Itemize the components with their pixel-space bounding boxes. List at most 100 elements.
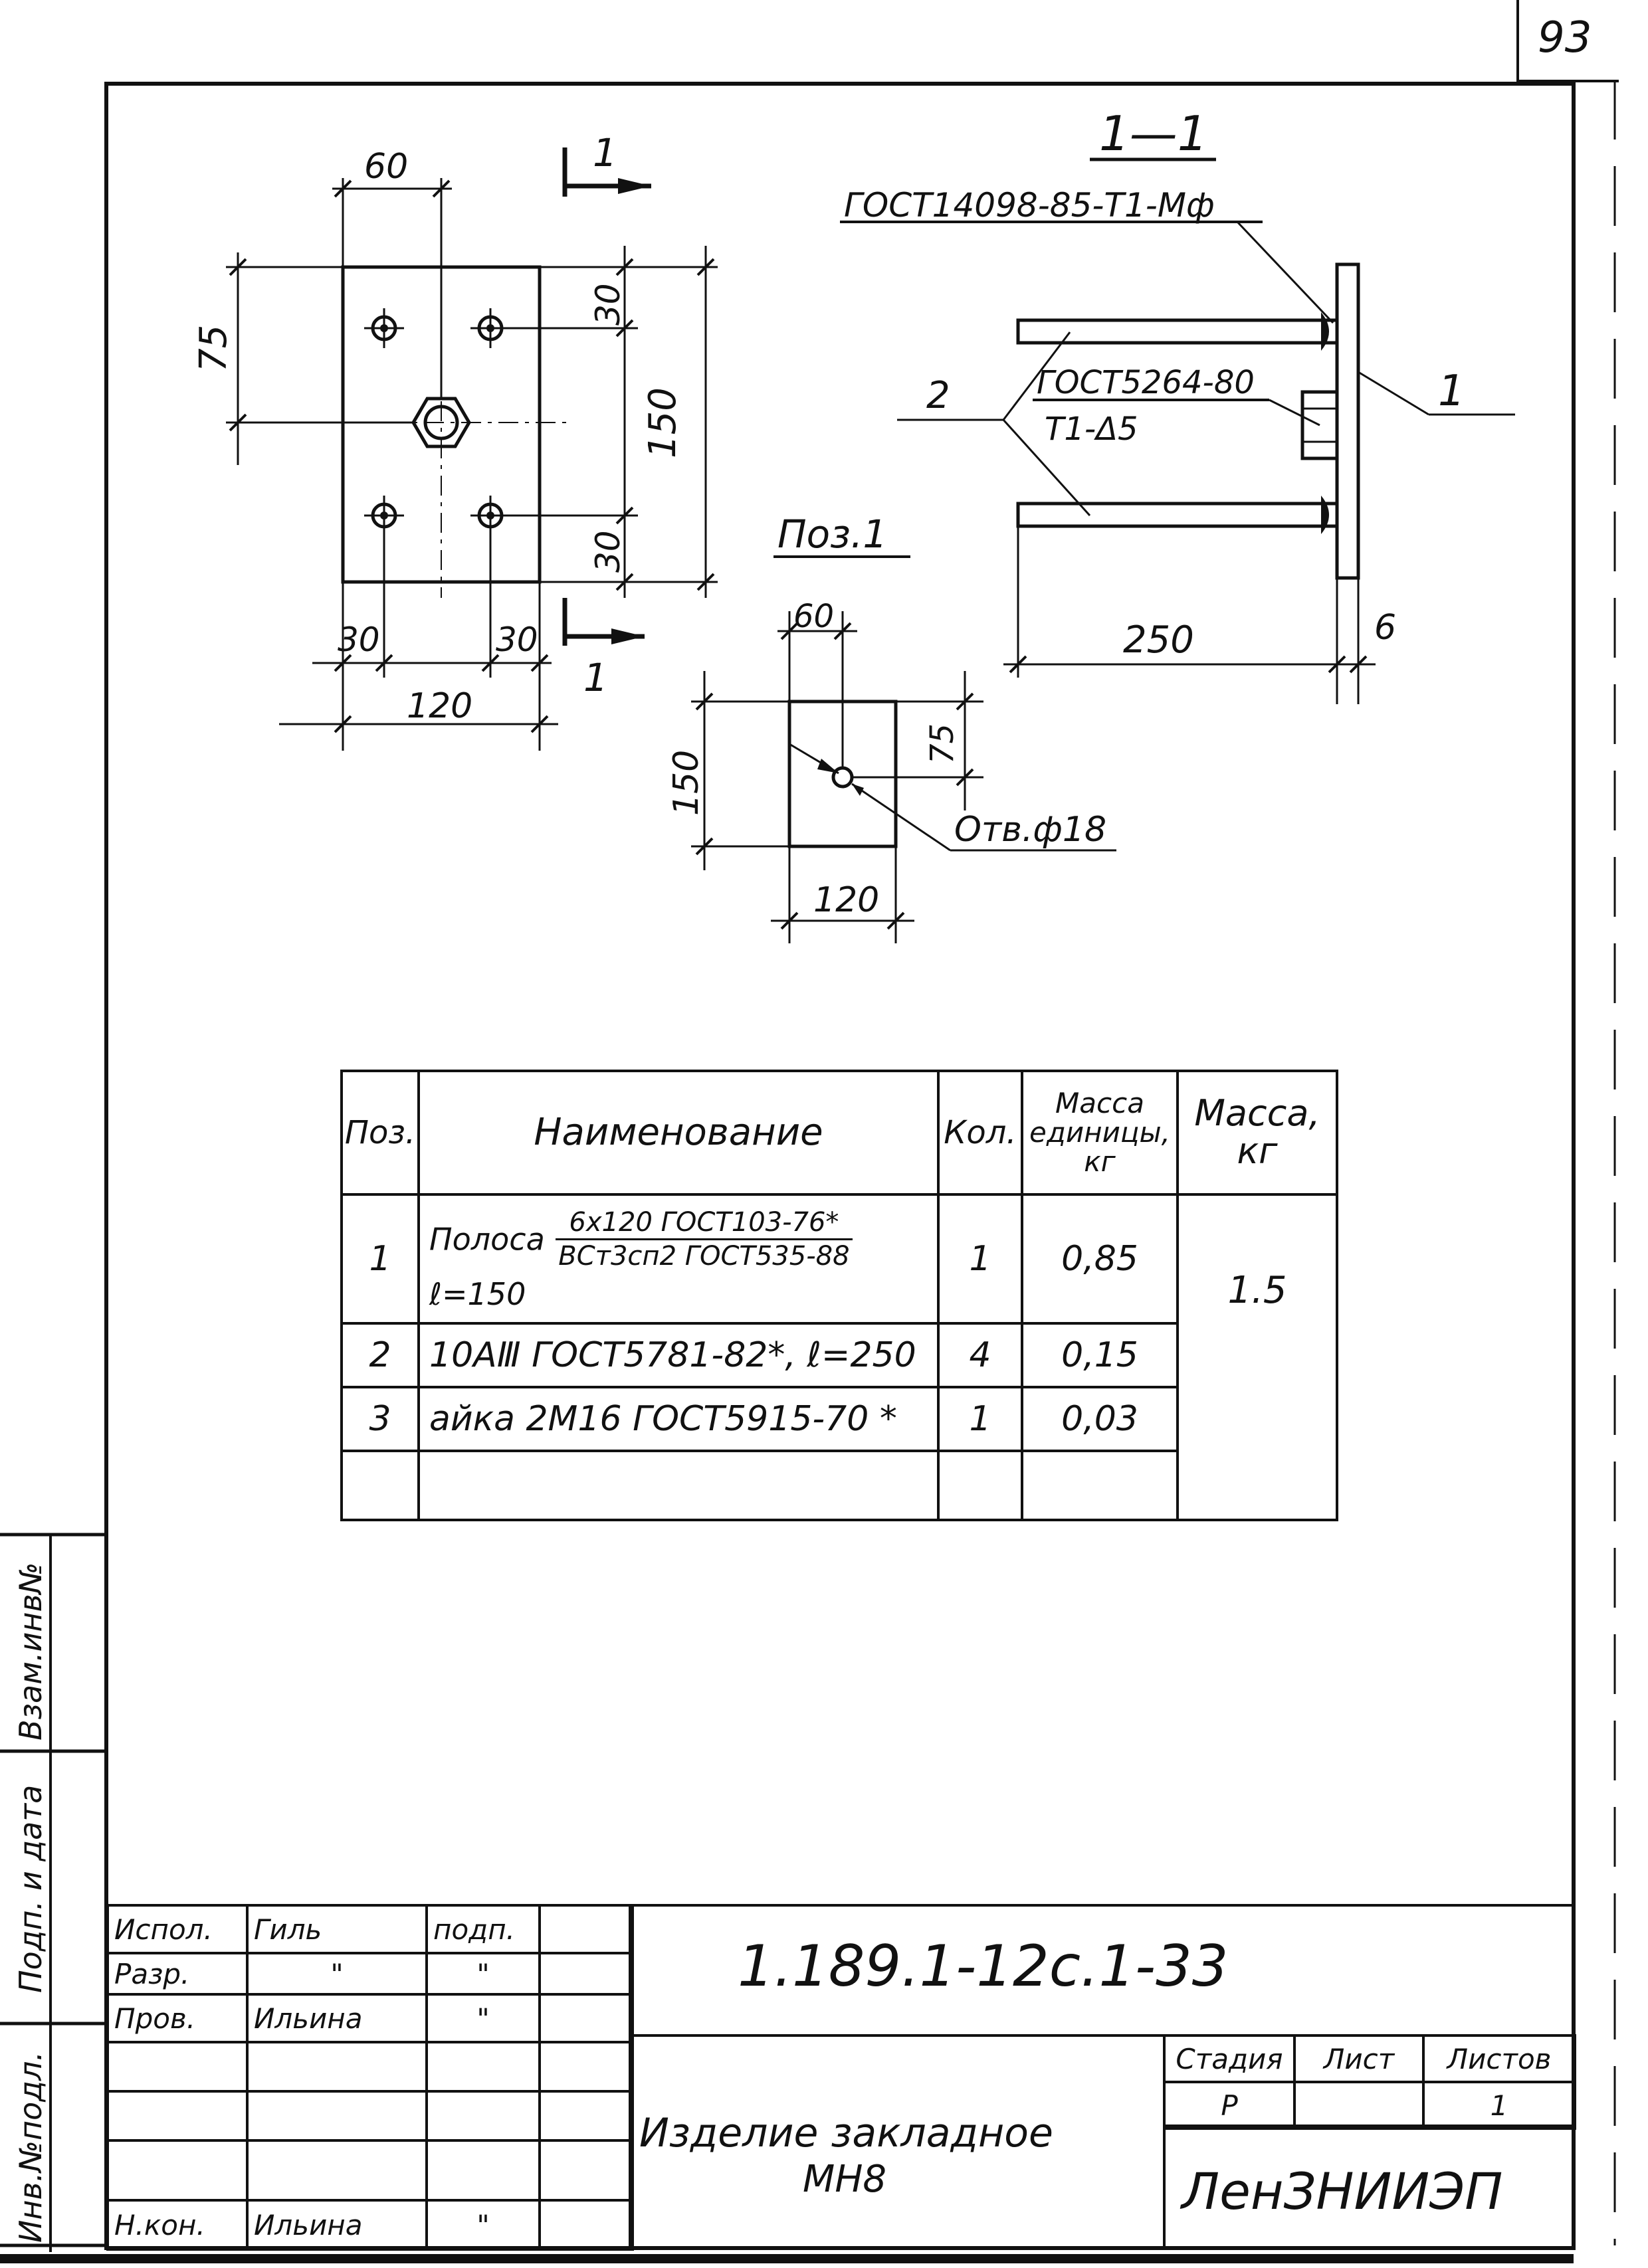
row-name-prefix: Полоса: [429, 1221, 545, 1257]
title-line-2: МН8: [803, 2158, 887, 2201]
sig-name: Ильина: [246, 1993, 428, 2043]
page-number-box: 93: [1516, 0, 1619, 82]
title-block-signatures: Испол. Гиль подп. Разр. " " Пров. Ильина…: [106, 1904, 634, 2251]
stage-label: Стадия: [1163, 2034, 1296, 2083]
sig-sign: ": [425, 1993, 541, 2043]
section-view: 1—1 ГОСТ14098-85-Т1-Мф ГОСТ5264-80 Т1-Δ5…: [840, 106, 1515, 704]
detail-dim-right: 75: [924, 723, 961, 764]
signature-row: Пров. Ильина ": [106, 1993, 634, 2043]
section-title: 1—1: [1099, 106, 1208, 161]
plan-dim-right-bottom: 30: [589, 530, 627, 573]
plan-dim-top: 60: [364, 147, 408, 187]
section-stud-upper: [1016, 318, 1339, 345]
doc-code: 1.189.1-12с.1-33: [738, 1933, 1229, 2000]
organization: ЛенЗНИИЭП: [1182, 2162, 1503, 2221]
row-name-suffix: ℓ=150: [429, 1276, 526, 1312]
signature-row: Разр. " ": [106, 1952, 634, 1996]
row-unit-mass: 0,03: [1021, 1386, 1179, 1452]
organization-box: ЛенЗНИИЭП: [1163, 2125, 1574, 2248]
sheet-frame: [104, 82, 1576, 2250]
row-unit-mass: 0,85: [1021, 1193, 1179, 1325]
detail-title: Поз.1: [777, 512, 887, 557]
header-pos: Поз.: [340, 1070, 420, 1196]
weld-label-top: ГОСТ14098-85-Т1-Мф: [844, 186, 1215, 225]
sig-role: Н.кон.: [106, 2199, 249, 2251]
stamp-inv-podl: Инв.№подл.: [13, 2051, 49, 2243]
stamp-podp-data: Подп. и дата: [13, 1785, 49, 1993]
row-name: 10АⅢ ГОСТ5781-82*, ℓ=250: [417, 1322, 940, 1388]
sig-sign: подп.: [425, 1904, 541, 1954]
detail-dim-top: 60: [793, 598, 834, 635]
sheets-label: Листов: [1422, 2034, 1576, 2083]
section-dim-thickness: 6: [1374, 608, 1396, 648]
page-number: 93: [1538, 13, 1592, 62]
sig-role: Разр.: [106, 1952, 249, 1996]
header-qty: Кол.: [937, 1070, 1023, 1196]
cut-mark-bottom: 1: [583, 655, 608, 700]
section-pos-left: 2: [926, 374, 950, 417]
spec-header-row: Поз. Наименование Кол. Масса единицы, кг…: [340, 1070, 1338, 1196]
sig-name: Гиль: [246, 1904, 428, 1954]
signature-row: [106, 2041, 634, 2093]
doc-code-box: 1.189.1-12с.1-33: [629, 1904, 1574, 2037]
row-pos: 1: [340, 1193, 420, 1325]
sheet-label: Лист: [1293, 2034, 1425, 2083]
sheets-value: 1: [1422, 2081, 1576, 2130]
sig-role: Пров.: [106, 1993, 249, 2043]
row-pos: 2: [340, 1322, 420, 1388]
title-line-1: Изделие закладное: [639, 2110, 1053, 2156]
detail-dim-bottom: 120: [813, 880, 879, 920]
detail-view: Поз.1 Отв.ф18 60 150 75: [667, 512, 1116, 943]
weld-label-mid-1: ГОСТ5264-80: [1037, 364, 1255, 401]
header-name: Наименование: [417, 1070, 940, 1196]
signature-row: Н.кон. Ильина ": [106, 2199, 634, 2251]
title-block-stage: Стадия Лист Листов Р 1: [1163, 2034, 1576, 2130]
sig-name: ": [246, 1952, 428, 1996]
plan-view: 60 75 30 150 30 3: [192, 130, 718, 751]
plan-dim-right-total: 150: [641, 387, 684, 458]
section-dim-length: 250: [1123, 618, 1194, 662]
sig-sign: ": [425, 1952, 541, 1996]
nut-hexagon: [411, 397, 471, 448]
header-unit-mass: Масса единицы, кг: [1021, 1070, 1179, 1196]
detail-hole-label: Отв.ф18: [954, 810, 1106, 850]
section-nut: [1300, 390, 1339, 460]
total-mass: 1.5: [1176, 1193, 1338, 1521]
row-name: айка 2М16 ГОСТ5915-70 *: [417, 1386, 940, 1452]
sheet-value: [1293, 2081, 1425, 2130]
weld-label-mid-2: Т1-Δ5: [1045, 411, 1138, 448]
row-name-denominator: ВСт3сп2 ГОСТ535-88: [558, 1240, 850, 1272]
row-qty: 1: [937, 1386, 1023, 1452]
sig-sign: ": [425, 2199, 541, 2251]
plan-dim-bottom-left: 30: [338, 620, 380, 659]
plan-dim-left: 75: [192, 325, 235, 372]
stamp-vzam-inv: Взам.инв№: [13, 1562, 49, 1741]
stud-circle: [364, 308, 404, 348]
table-row-empty: [340, 1450, 1337, 1521]
stage-value: Р: [1163, 2081, 1296, 2130]
plan-dim-bottom-right: 30: [496, 620, 538, 659]
row-name-fraction: 6x120 ГОСТ103-76* ВСт3сп2 ГОСТ535-88: [556, 1206, 853, 1272]
plan-dim-bottom-total: 120: [407, 686, 472, 726]
row-pos: 3: [340, 1386, 420, 1452]
row-unit-mass: 0,15: [1021, 1322, 1179, 1388]
sig-role: Испол.: [106, 1904, 249, 1954]
row-qty: 1: [937, 1193, 1023, 1325]
table-row: 2 10АⅢ ГОСТ5781-82*, ℓ=250 4 0,15: [340, 1322, 1337, 1388]
cut-mark-top: 1: [593, 130, 617, 175]
plan-dim-right-top: 30: [589, 283, 627, 326]
section-pos-right: 1: [1438, 367, 1465, 416]
section-plate: [1335, 262, 1360, 580]
signature-row: Испол. Гиль подп.: [106, 1904, 634, 1954]
title-box: Изделие закладное МН8: [629, 2034, 1166, 2248]
table-row: 1 Полоса 6x120 ГОСТ103-76* ВСт3сп2 ГОСТ5…: [340, 1193, 1338, 1521]
signature-row: [106, 2090, 634, 2142]
table-row: 3 айка 2М16 ГОСТ5915-70 * 1 0,03: [340, 1386, 1337, 1452]
section-stud-lower: [1016, 502, 1339, 528]
row-name: Полоса 6x120 ГОСТ103-76* ВСт3сп2 ГОСТ535…: [417, 1193, 940, 1325]
detail-dim-left: 150: [667, 750, 706, 816]
header-mass: Масса, кг: [1176, 1070, 1338, 1196]
row-qty: 4: [937, 1322, 1023, 1388]
spec-table: Поз. Наименование Кол. Масса единицы, кг…: [340, 1070, 1338, 1521]
sig-name: Ильина: [246, 2199, 428, 2251]
